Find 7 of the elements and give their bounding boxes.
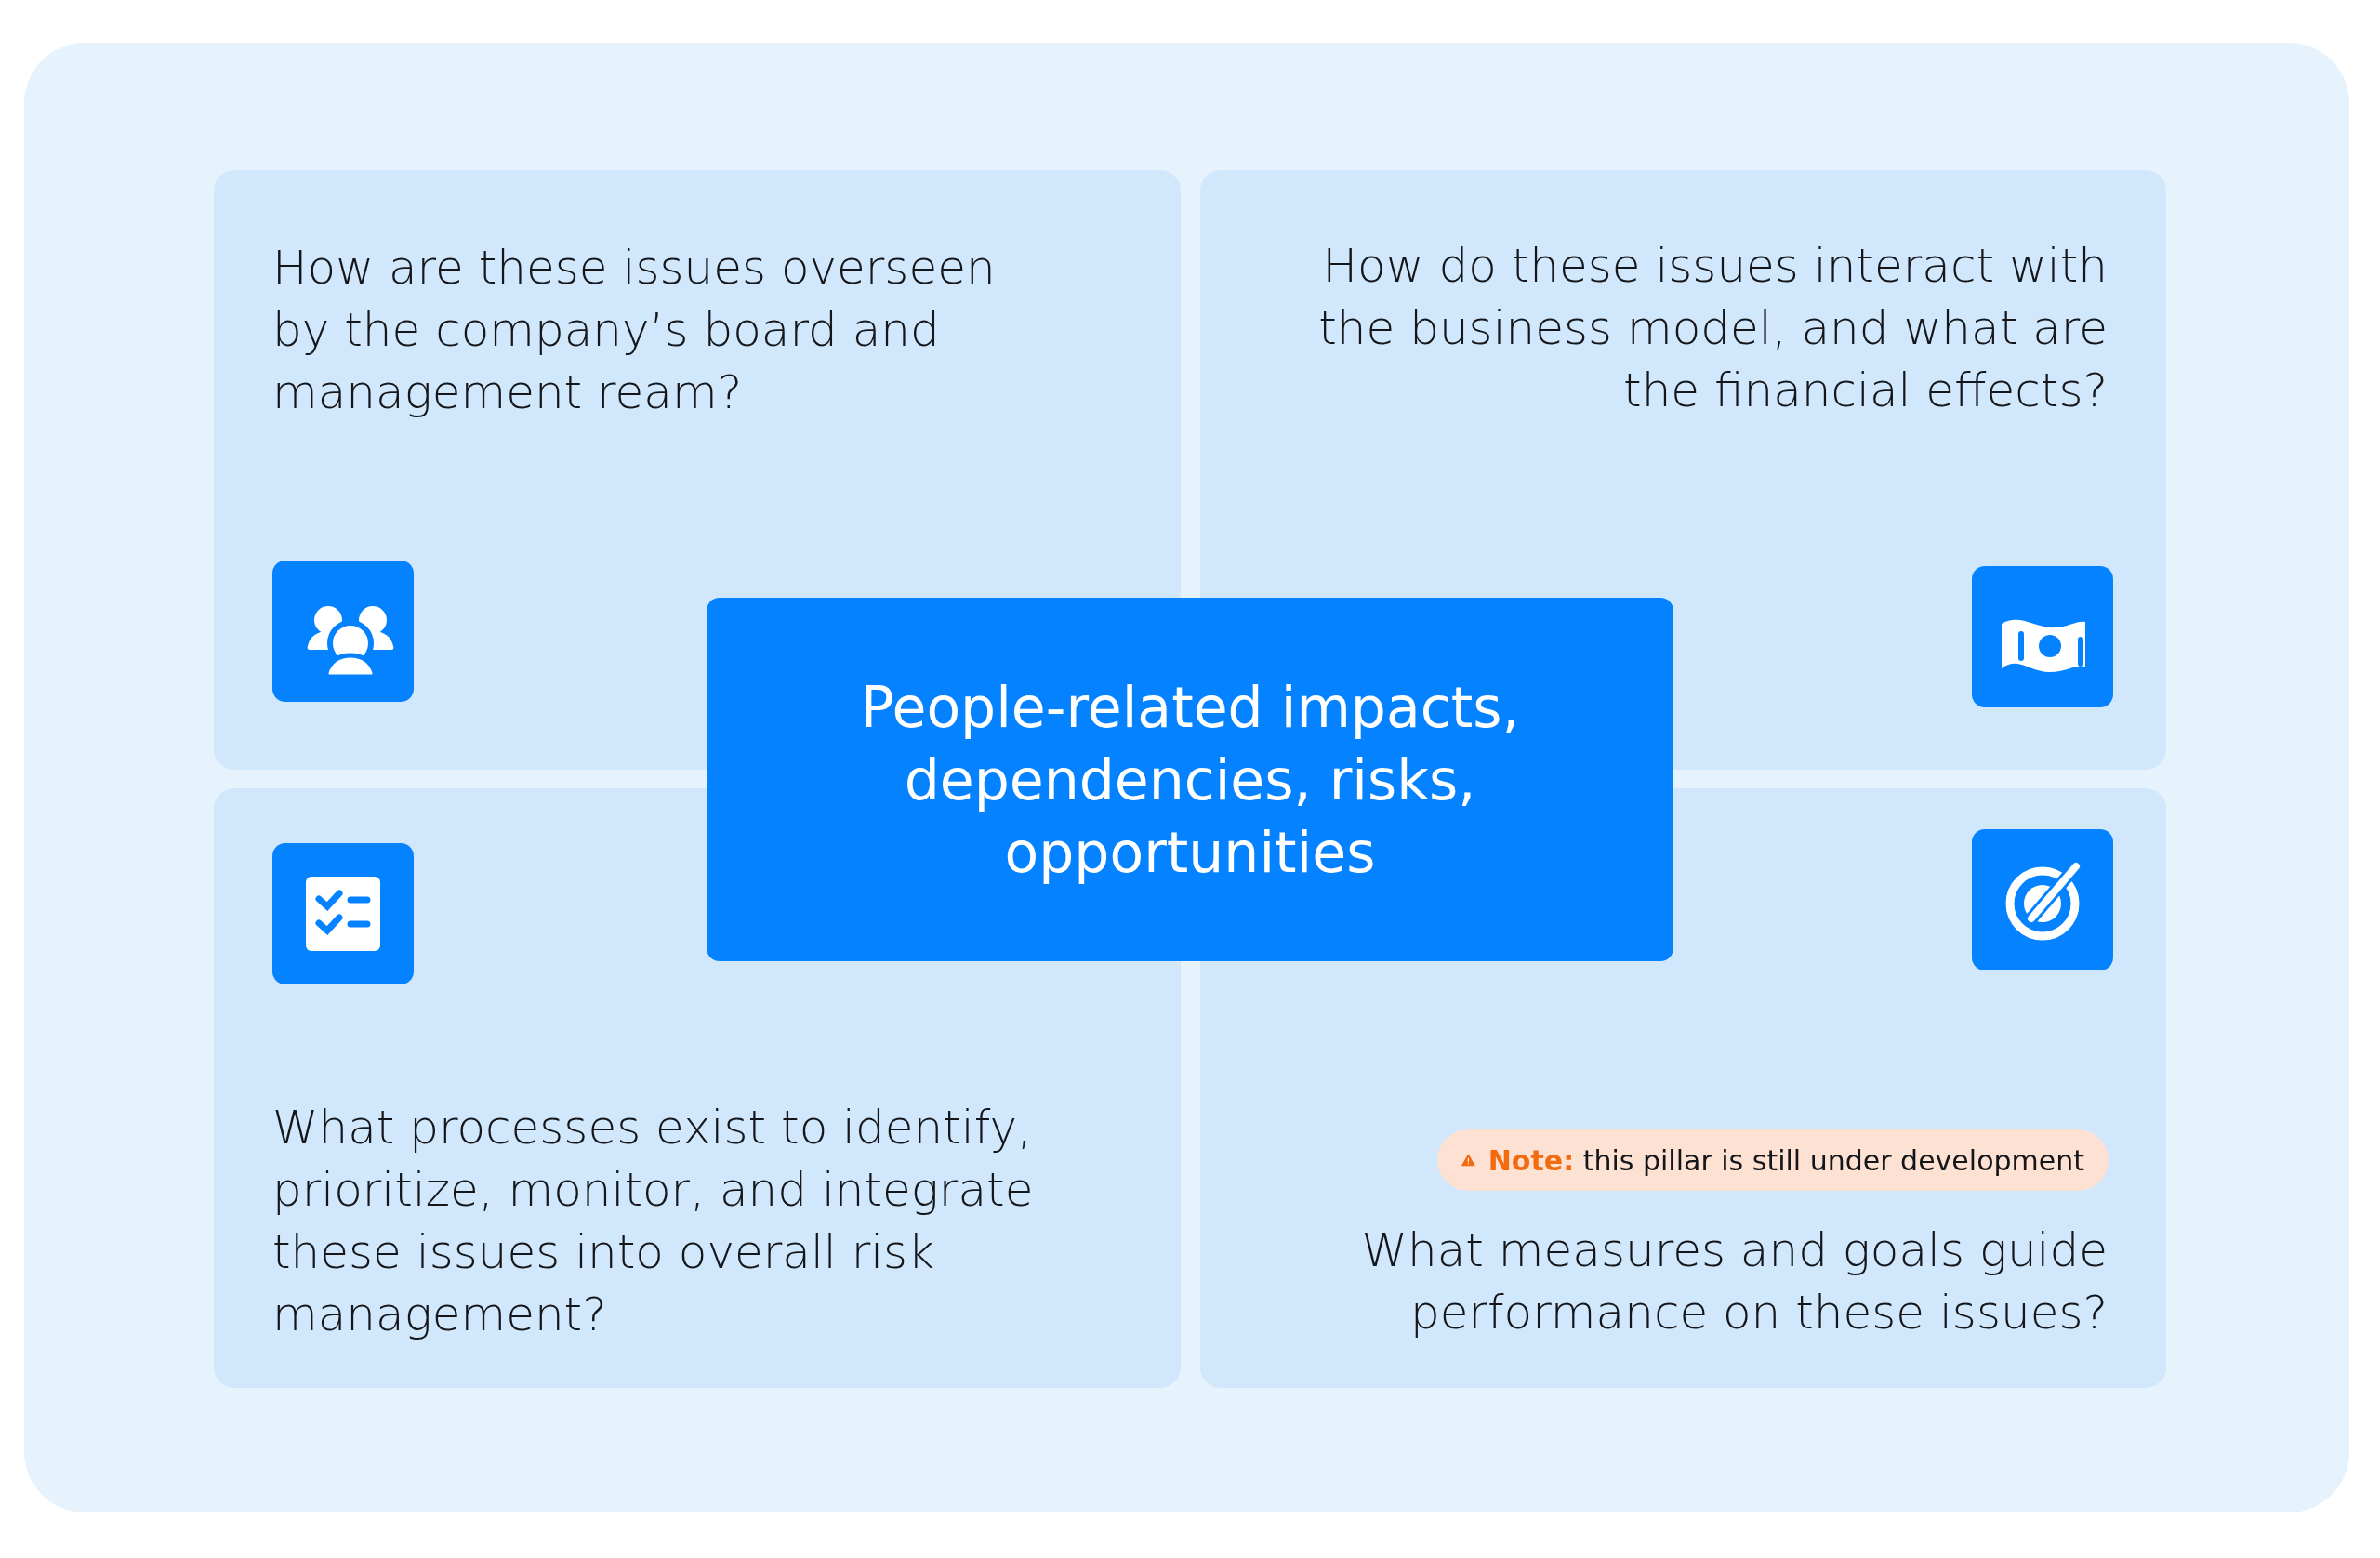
question-text: How do these issues interact with the business model, and what are the financial effects? xyxy=(1317,238,2108,419)
note-text: Note: this pillar is still under development xyxy=(1488,1143,2084,1177)
question-text: What processes exist to identify, prioritize, monitor, and integrate these issues into overall risk management? xyxy=(272,1100,1035,1343)
question-text: How are these issues overseen by the company’s board and management ream? xyxy=(272,240,997,421)
topic-text: People-related impacts, dependencies, risks, opportunities xyxy=(859,673,1521,887)
topic-box xyxy=(707,598,1673,961)
question-text: What measures and goals guide performance on these issues? xyxy=(1360,1222,2108,1341)
